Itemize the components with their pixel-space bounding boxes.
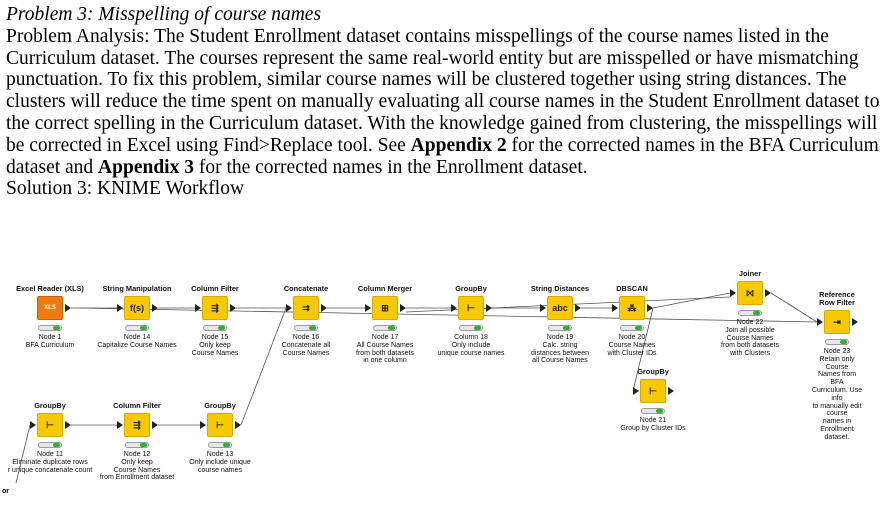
connection-n22-n23 (770, 292, 818, 323)
node-status-indicator (125, 442, 149, 448)
node-caption-n14: Node 14 Capitalize Course Names (97, 334, 177, 349)
node-icon-n1[interactable]: XLS (37, 296, 63, 320)
node-icon-n12[interactable]: ⇶ (124, 413, 150, 437)
node-input-port[interactable] (117, 304, 123, 312)
node-input-port[interactable] (633, 387, 639, 395)
node-input-port[interactable] (612, 304, 618, 312)
knime-workflow-figure: or Excel Reader (XLS) XLS Node 1 BFA Curri… (2, 258, 888, 508)
node-output-port[interactable] (647, 304, 653, 312)
node-caption-n20: Node 20 Course Names with Cluster IDs (607, 334, 657, 357)
node-icon-n18[interactable]: ⊢ (458, 296, 484, 320)
node-title-n11: GroupBy (34, 401, 66, 410)
node-title-n13: GroupBy (204, 401, 236, 410)
analysis-text-3: for the corrected names in the Enrollmen… (193, 156, 588, 178)
node-icon-n13[interactable]: ⊢ (207, 413, 233, 437)
node-status-indicator (825, 339, 849, 345)
node-title-n16: Concatenate (283, 284, 329, 293)
node-output-port[interactable] (400, 304, 406, 312)
node-input-port[interactable] (200, 421, 206, 429)
node-icon-n20[interactable]: ⁂ (619, 296, 645, 320)
node-output-port[interactable] (230, 304, 236, 312)
appendix-2-ref: Appendix 2 (410, 134, 507, 156)
node-status-indicator (294, 325, 318, 331)
node-caption-n1: Node 1 BFA Curriculum (25, 334, 75, 349)
node-status-indicator (548, 325, 572, 331)
connection-n13-n16 (240, 307, 287, 426)
node-icon-n16[interactable]: ⇉ (293, 296, 319, 320)
node-icon-n17[interactable]: ⊞ (372, 296, 398, 320)
appendix-3-ref: Appendix 3 (98, 156, 194, 178)
node-output-port[interactable] (575, 304, 581, 312)
node-input-port[interactable] (451, 304, 457, 312)
node-output-port[interactable] (65, 304, 71, 312)
node-output-port[interactable] (668, 387, 674, 395)
node-status-indicator (38, 442, 62, 448)
node-input-port[interactable] (540, 304, 546, 312)
connection-n20-n22 (652, 292, 731, 309)
node-title-n20: DBSCAN (616, 284, 648, 293)
node-icon-n23[interactable]: ⇥ (824, 310, 850, 334)
node-output-port[interactable] (765, 289, 771, 297)
node-icon-n11[interactable]: ⊢ (37, 413, 63, 437)
node-title-n23: Reference Row Filter (819, 290, 855, 307)
node-caption-n21: Node 21 Group by Cluster IDs (620, 417, 686, 432)
problem-analysis: Problem Analysis: The Student Enrollment… (6, 26, 886, 179)
node-caption-n19: Node 19 Calc. string distances between a… (531, 334, 589, 365)
connection-stub-n11 (15, 424, 31, 484)
node-output-port[interactable] (152, 421, 158, 429)
node-status-indicator (620, 325, 644, 331)
node-input-port[interactable] (195, 304, 201, 312)
node-title-n15: Column Filter (191, 284, 239, 293)
node-status-indicator (208, 442, 232, 448)
node-icon-n14[interactable]: f(s) (124, 296, 150, 320)
node-icon-n15[interactable]: ⇶ (202, 296, 228, 320)
node-title-n21: GroupBy (637, 367, 669, 376)
node-status-indicator (203, 325, 227, 331)
node-status-indicator (459, 325, 483, 331)
analysis-text-2: for the corrected names in the BFA Curri… (6, 134, 879, 178)
node-input-port[interactable] (817, 318, 823, 326)
node-caption-n18: Column 18 Only include unique course nam… (437, 334, 505, 357)
node-title-n17: Column Merger (357, 284, 413, 293)
node-input-port[interactable] (365, 304, 371, 312)
node-output-port[interactable] (65, 421, 71, 429)
node-caption-n23: Node 23 Retain only Course Names from BF… (811, 348, 863, 441)
node-caption-n16: Node 16 Concatenate all Course Names (281, 334, 331, 357)
node-output-port[interactable] (235, 421, 241, 429)
node-status-indicator (641, 408, 665, 414)
node-output-port[interactable] (152, 304, 158, 312)
node-title-n12: Column Filter (113, 401, 161, 410)
node-input-port[interactable] (730, 289, 736, 297)
node-icon-n21[interactable]: ⊢ (640, 379, 666, 403)
problem-heading: Problem 3: Misspelling of course names (6, 4, 322, 25)
node-icon-n22[interactable]: ⨝ (737, 281, 763, 305)
connection-n20-n21 (632, 307, 654, 392)
analysis-text-1: Problem Analysis: The Student Enrollment… (6, 25, 880, 156)
node-status-indicator (125, 325, 149, 331)
node-status-indicator (38, 325, 62, 331)
node-caption-n15: Node 15 Only keep Course Names (191, 334, 239, 357)
node-caption-n17: Node 17 All Course Names from both datas… (356, 334, 414, 365)
node-title-n18: GroupBy (455, 284, 487, 293)
node-caption-n22: Node 22 Join all possible Course Names f… (721, 319, 779, 358)
node-title-n14: String Manipulation (102, 284, 172, 293)
node-input-port[interactable] (30, 421, 36, 429)
node-status-indicator (738, 310, 762, 316)
node-output-port[interactable] (321, 304, 327, 312)
node-title-n19: String Distances (530, 284, 590, 293)
node-caption-n11: Node 11 Eliminate duplicate rows r uniqu… (7, 451, 93, 474)
node-output-port[interactable] (852, 318, 858, 326)
node-title-n22: Joiner (738, 269, 762, 278)
node-icon-n19[interactable]: abc (547, 296, 573, 320)
node-status-indicator (373, 325, 397, 331)
solution-heading: Solution 3: KNIME Workflow (6, 178, 245, 200)
node-input-port[interactable] (117, 421, 123, 429)
edge-stub-label: or (2, 488, 9, 495)
node-output-port[interactable] (486, 304, 492, 312)
node-caption-n13: Node 13 Only include unique course names (189, 451, 251, 474)
node-title-n1: Excel Reader (XLS) (16, 284, 84, 293)
node-caption-n12: Node 12 Only keep Course Names from Enro… (99, 451, 175, 482)
document-body: Problem 3: Misspelling of course names P… (6, 4, 886, 200)
node-input-port[interactable] (286, 304, 292, 312)
